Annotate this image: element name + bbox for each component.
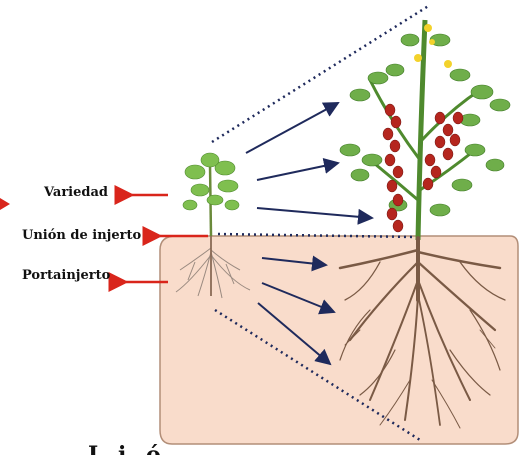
mature-plant-icon <box>340 20 510 240</box>
label-portainjerto: Portainjerto <box>22 268 110 283</box>
cropped-caption: I i ó <box>88 440 448 455</box>
arrow-to-graft <box>257 208 372 218</box>
label-union-de-injerto: Unión de injerto <box>22 228 141 243</box>
label-variedad: Variedad <box>44 185 108 200</box>
arrow-to-top <box>246 103 338 153</box>
arrow-to-middle <box>257 163 338 180</box>
edge-arrow-fragment <box>0 198 10 210</box>
